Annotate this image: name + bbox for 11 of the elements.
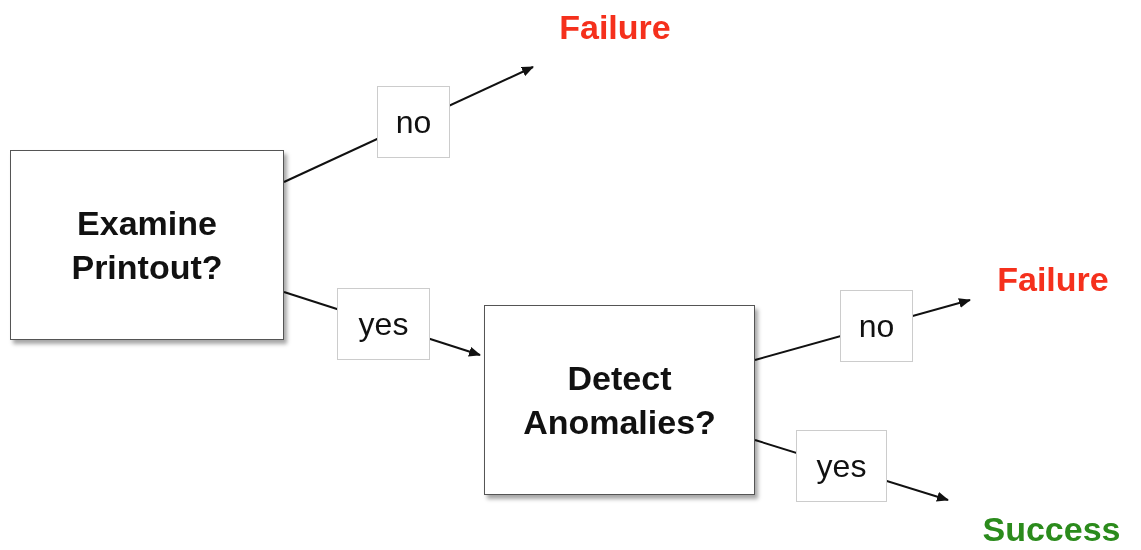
decision-box <box>484 305 755 495</box>
edge-label: no <box>840 290 913 362</box>
outcome-label: Failure <box>559 9 671 47</box>
decision-box <box>10 150 284 340</box>
edge-label: no <box>377 86 450 158</box>
edge-label: yes <box>337 288 430 360</box>
outcome-label: Failure <box>997 261 1109 299</box>
edge-label: yes <box>796 430 887 502</box>
decision-text: Detect Anomalies? <box>522 357 717 443</box>
decision-text: Examine Printout? <box>70 202 224 288</box>
outcome-label: Success <box>982 511 1121 549</box>
